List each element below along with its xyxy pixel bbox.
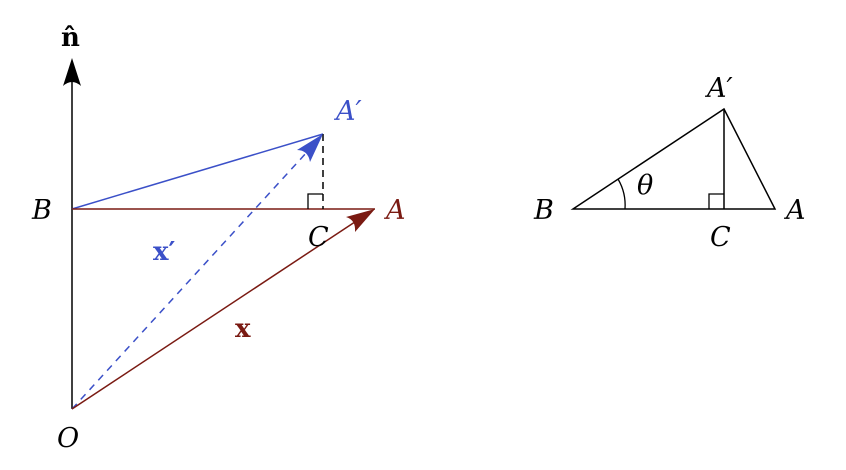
right-angle-mark (708, 193, 724, 209)
label-B: B (533, 195, 554, 226)
vector-x (71, 211, 371, 410)
normal-arrow-icon (63, 58, 81, 86)
label-O: O (57, 423, 79, 454)
right-angle-mark (307, 193, 323, 209)
normal-label: n̂ (61, 23, 80, 53)
triangle-BA-prime-A (570, 107, 777, 210)
label-B: B (31, 195, 52, 226)
label-theta: θ (637, 170, 653, 201)
label-C: C (308, 222, 329, 253)
label-A: A (383, 195, 406, 226)
label-A-prime: A′ (704, 73, 733, 104)
label-A-prime: A′ (333, 96, 362, 127)
vector-x-arrow-icon (346, 209, 375, 232)
label-x-prime: x′ (153, 237, 176, 267)
label-C: C (710, 222, 731, 253)
vector-x-prime (71, 139, 319, 410)
label-A: A (783, 195, 806, 226)
vector-x-prime-arrow-icon (297, 134, 323, 162)
label-x: x (235, 314, 251, 344)
segment-BA-prime (71, 133, 324, 210)
right-diagram: B A A′ C θ (533, 73, 806, 253)
angle-theta-arc (617, 178, 626, 210)
left-diagram: n̂ B A A′ C O x′ x (31, 23, 406, 454)
